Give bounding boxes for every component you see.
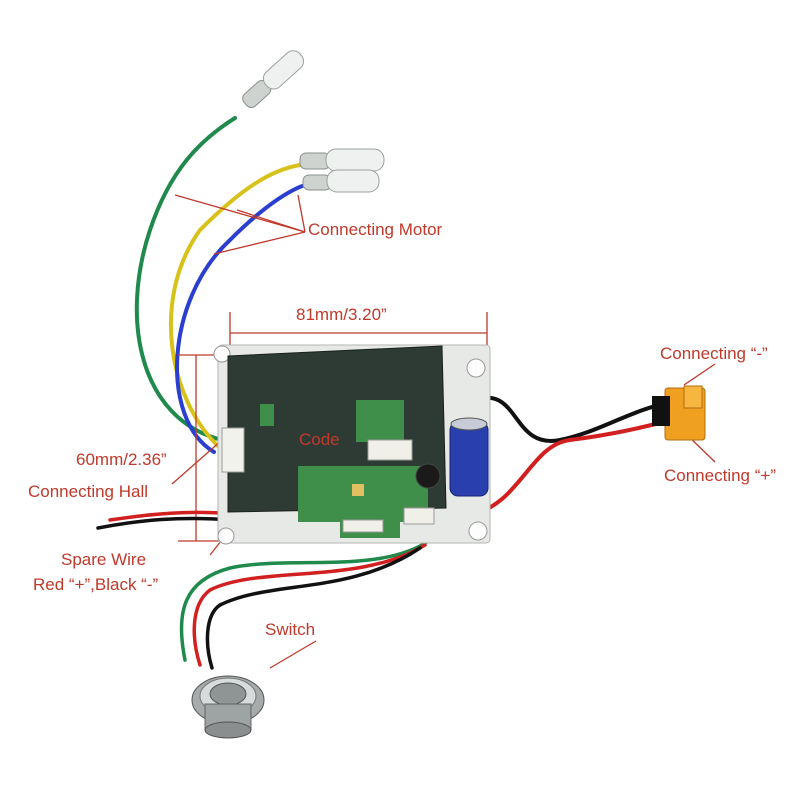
motor-wire-blue: [175, 183, 307, 454]
label-spare-wire-polarity: Red “+”,Black “-”: [33, 575, 159, 594]
switch-wires: [179, 538, 432, 670]
xt60-connector: [652, 385, 706, 441]
spare-wires: [96, 510, 234, 530]
motor-wire-green: [134, 116, 237, 442]
controller-board: [213, 344, 491, 545]
label-height-dimension: 60mm/2.36”: [76, 450, 167, 469]
label-width-dimension: 81mm/3.20”: [296, 305, 387, 324]
label-connecting-motor: Connecting Motor: [308, 220, 443, 239]
motor-terminals: [242, 50, 385, 193]
motor-wires: [134, 116, 307, 454]
battery-wires: [468, 395, 674, 517]
label-spare-wire: Spare Wire: [61, 550, 147, 569]
label-connecting-hall: Connecting Hall: [28, 482, 149, 501]
label-code: Code: [299, 430, 340, 449]
motor-wire-yellow: [169, 163, 302, 448]
label-connecting-positive: Connecting “+”: [664, 466, 776, 485]
label-switch: Switch: [265, 620, 316, 639]
label-connecting-negative: Connecting “-”: [660, 344, 768, 363]
push-switch: [191, 675, 265, 739]
